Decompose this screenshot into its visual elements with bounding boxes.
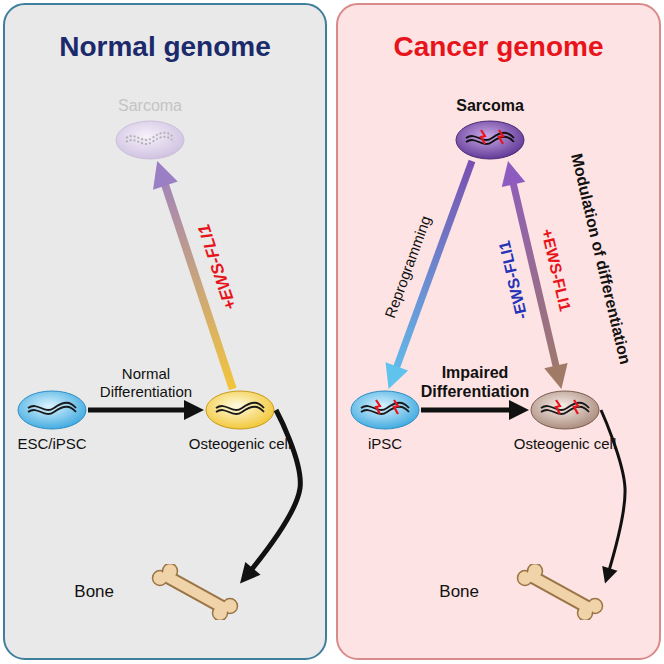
node-label: Sarcoma (456, 97, 524, 115)
cell-drawing (16, 389, 88, 431)
bone-shaft (531, 576, 589, 608)
arrow-head (509, 400, 529, 420)
node-label: ESC/iPSC (17, 435, 86, 452)
arrow-head (502, 161, 525, 187)
arrow-connector (421, 400, 529, 420)
arrow-head (184, 400, 204, 420)
arrow-connector (88, 400, 204, 420)
cell-icon: ESC/iPSC (16, 389, 88, 431)
bone-shaft (166, 576, 224, 608)
node-label: Bone (74, 582, 114, 602)
cell-drawing (349, 389, 421, 431)
arrow-head (544, 363, 567, 389)
cell-icon: Sarcoma (454, 119, 526, 161)
cell-drawing (114, 119, 186, 161)
cell-icon: iPSC (349, 389, 421, 431)
bone-icon: Bone (150, 564, 240, 620)
cell-body (351, 391, 419, 429)
connector-line (88, 408, 204, 413)
arrow-head (240, 562, 261, 584)
bone-shaft-outline (166, 576, 224, 608)
cell-drawing (529, 389, 601, 431)
mutation-mark (376, 400, 380, 414)
chromosome (466, 137, 514, 144)
panel-heading: Normal genome (5, 31, 325, 63)
genome-panel: Normal genomeSarcomaESC/iPSC Osteogenic c… (3, 3, 327, 660)
cell-icon: Osteogenic cell (529, 389, 601, 431)
arrow-connector (601, 410, 625, 584)
mutation-mark (574, 400, 578, 414)
node-label: Sarcoma (118, 97, 182, 115)
cell-icon: Osteogenic cell (204, 389, 276, 431)
node-label: Bone (439, 582, 479, 602)
chromosome (28, 407, 76, 414)
cell-icon: Sarcoma (114, 119, 186, 161)
node-label: iPSC (368, 435, 402, 452)
chromosome (216, 407, 264, 414)
mutation-mark (481, 130, 485, 144)
node-label: Osteogenic cell (514, 435, 617, 452)
cell-body (18, 391, 86, 429)
mutation-mark (556, 400, 560, 414)
connector-line (240, 410, 300, 584)
panel-heading: Cancer genome (338, 31, 659, 63)
chromosome (541, 407, 589, 414)
mutation-mark (499, 130, 503, 144)
cell-body (456, 121, 524, 159)
bone-drawing (515, 564, 605, 620)
connector-line (421, 408, 529, 413)
arrow-head (386, 362, 409, 389)
cell-body (206, 391, 274, 429)
chromosome (126, 133, 174, 140)
node-label: Osteogenic cell (189, 435, 292, 452)
bone-icon: Bone (515, 564, 605, 620)
cell-body (116, 121, 184, 159)
edge-label: Normal Differentiation (87, 365, 205, 401)
chromosome (361, 407, 409, 414)
arrow-head (153, 161, 178, 190)
connector-line (601, 410, 625, 584)
arrow-connector (240, 410, 300, 584)
cell-body (531, 391, 599, 429)
cell-drawing (204, 389, 276, 431)
arrow-head (602, 566, 617, 584)
chromosome (126, 137, 174, 144)
edge-label: Impaired Differentiation (410, 363, 540, 401)
cell-drawing (454, 119, 526, 161)
bone-shaft-outline (531, 576, 589, 608)
bone-drawing (150, 564, 240, 620)
mutation-mark (394, 400, 398, 414)
